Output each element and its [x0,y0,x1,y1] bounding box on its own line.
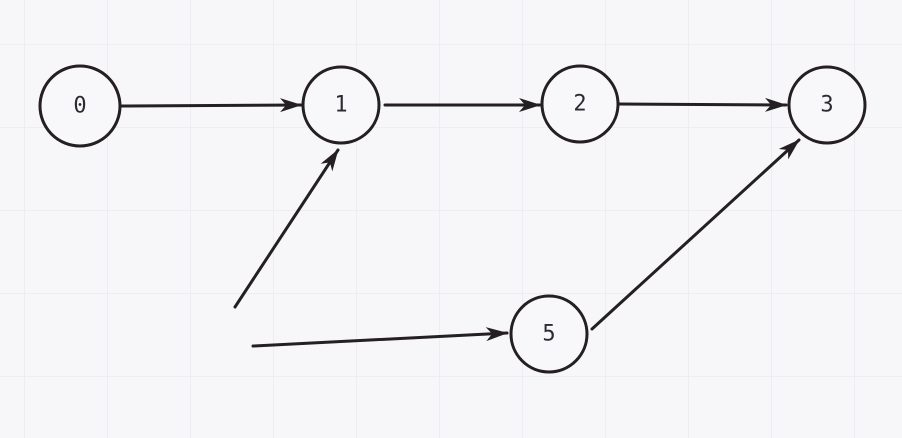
node-3[interactable]: 3 [787,65,867,145]
node-3-circle [787,65,867,145]
node-3-label: 3 [820,93,833,118]
node-2-label: 2 [573,92,586,117]
edge-2-to-3[interactable] [617,97,788,112]
node-0-label: 0 [73,94,86,119]
node-2-circle [540,64,620,144]
node-2[interactable]: 2 [540,64,620,144]
node-0-circle [38,64,122,148]
edge-stub-to-1[interactable] [233,148,340,309]
edge-0-to-1[interactable] [119,98,303,113]
node-1[interactable]: 1 [301,65,381,145]
edge-stub-to-5[interactable] [251,327,509,348]
node-0[interactable]: 0 [38,64,122,148]
node-1-circle [301,65,381,145]
edge-5-to-3[interactable] [590,138,801,331]
node-5-label: 5 [542,322,555,347]
node-5-circle [509,294,589,374]
node-5[interactable]: 5 [509,294,589,374]
node-1-label: 1 [334,93,347,118]
